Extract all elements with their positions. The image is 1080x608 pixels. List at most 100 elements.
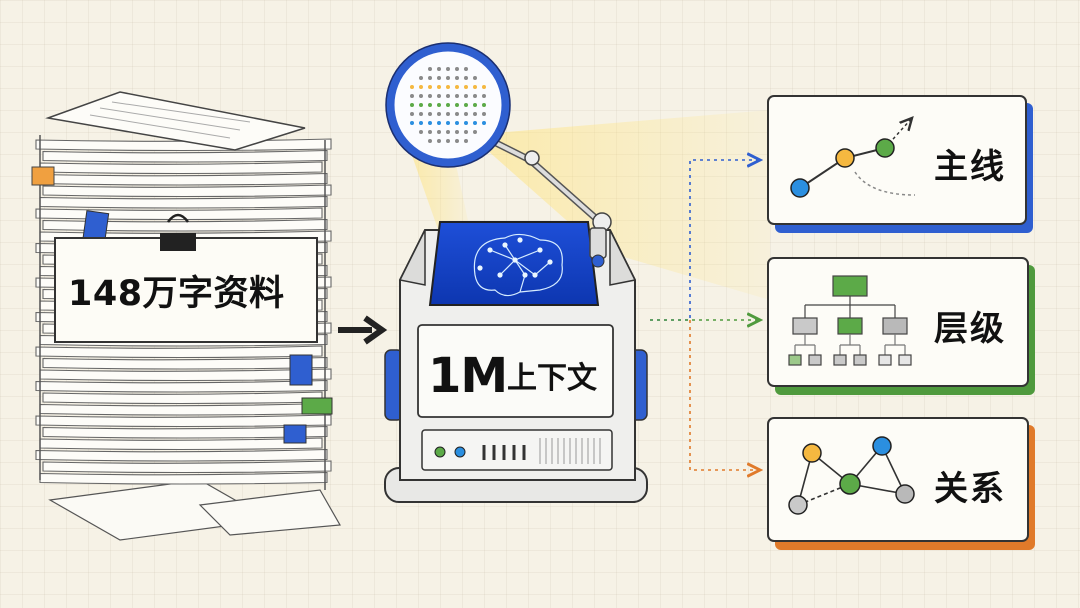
timeline-icon (790, 118, 916, 198)
context-text: 上下文 (507, 361, 597, 396)
lens-dot (410, 112, 414, 116)
paper-sheet (39, 402, 328, 416)
documents-label-card (54, 237, 318, 343)
output-label-relation: 关系 (934, 469, 1006, 509)
lens-dot (446, 76, 450, 80)
lens-dot (410, 103, 414, 107)
lens-dot (464, 139, 468, 143)
output-label-hierarchy: 层级 (934, 309, 1006, 349)
lens-dot (464, 94, 468, 98)
lens-dot (419, 103, 423, 107)
lens-dot (482, 94, 486, 98)
lens-dot (455, 103, 459, 107)
lens-dot (428, 103, 432, 107)
documents-label: 148万字资料 (68, 274, 285, 314)
lens-dot (473, 121, 477, 125)
lens-dot (437, 130, 441, 134)
lens-dot (446, 85, 450, 89)
lens-dot (464, 76, 468, 80)
network-graph-icon (788, 436, 915, 515)
lens-dot (428, 112, 432, 116)
lens-dot (428, 67, 432, 71)
lens-dot (428, 139, 432, 143)
lens-dot (473, 112, 477, 116)
paper-sheet (35, 379, 328, 393)
lens-dot (419, 130, 423, 134)
lens-dot (419, 94, 423, 98)
paper-sheet (42, 460, 332, 474)
lens-dot (437, 139, 441, 143)
lens-dot (419, 112, 423, 116)
lens-dot (473, 76, 477, 80)
lens-dot (437, 121, 441, 125)
lens-dot (473, 103, 477, 107)
processor-unit (384, 221, 648, 503)
lens-dot (437, 103, 441, 107)
lens-dot (437, 67, 441, 71)
lens-dot (464, 103, 468, 107)
lens-dot (473, 85, 477, 89)
lens-dot (464, 85, 468, 89)
light-beam-lower (410, 150, 470, 235)
lens-dot (446, 103, 450, 107)
connector-main-line (650, 160, 760, 321)
lens-dot (482, 85, 486, 89)
paper-sheet (35, 345, 323, 359)
lens-dot (446, 112, 450, 116)
lens-dot (473, 130, 477, 134)
lens-dot (428, 76, 432, 80)
lens-dot (419, 76, 423, 80)
paper-sheet (35, 448, 328, 462)
paper-sheet (39, 161, 323, 175)
lens-dot (455, 67, 459, 71)
paper-sheet (39, 471, 328, 485)
lens-dot (410, 121, 414, 125)
lens-dot (455, 94, 459, 98)
brain-network-icon (473, 233, 563, 297)
lens-dot (455, 130, 459, 134)
paper-sheet (35, 172, 328, 186)
context-capacity: 1M (428, 348, 508, 404)
lens-dot (410, 94, 414, 98)
lens-dot (428, 85, 432, 89)
binder-clip-icon (160, 213, 196, 251)
lens-dot (473, 94, 477, 98)
lens-dot (446, 94, 450, 98)
paper-sheet (42, 391, 323, 405)
lens-dot (437, 112, 441, 116)
arrow-right-icon (338, 315, 388, 345)
hierarchy-icon (788, 275, 912, 366)
paper-sheet (39, 437, 323, 451)
lens-dot (464, 130, 468, 134)
paper-sheet (39, 195, 328, 209)
lens-dot (428, 94, 432, 98)
paper-sheet (42, 425, 328, 439)
lens-dot (446, 139, 450, 143)
lens-dot (419, 121, 423, 125)
paper-sheet (42, 218, 328, 232)
connector-relation (689, 320, 760, 470)
light-beam (470, 110, 770, 300)
lens-dot (455, 139, 459, 143)
output-card-main-line (767, 95, 1033, 233)
lens-dot (455, 76, 459, 80)
paper-sheet (42, 184, 332, 198)
lens-dot (482, 121, 486, 125)
lens-dot (446, 67, 450, 71)
lens-dot (482, 112, 486, 116)
lens-dot (428, 130, 432, 134)
lens-dot (437, 94, 441, 98)
lens-dot (464, 121, 468, 125)
lens-dot (446, 130, 450, 134)
lens-dot (464, 67, 468, 71)
lens-dot (428, 121, 432, 125)
paper-sheet (39, 368, 332, 382)
paper-sheet (42, 356, 328, 370)
paper-sheet (35, 207, 323, 221)
paper-sheet (42, 149, 328, 163)
paper-sheet (35, 414, 332, 428)
lens-dot (455, 112, 459, 116)
lens-dot (482, 103, 486, 107)
lens-dot (437, 85, 441, 89)
